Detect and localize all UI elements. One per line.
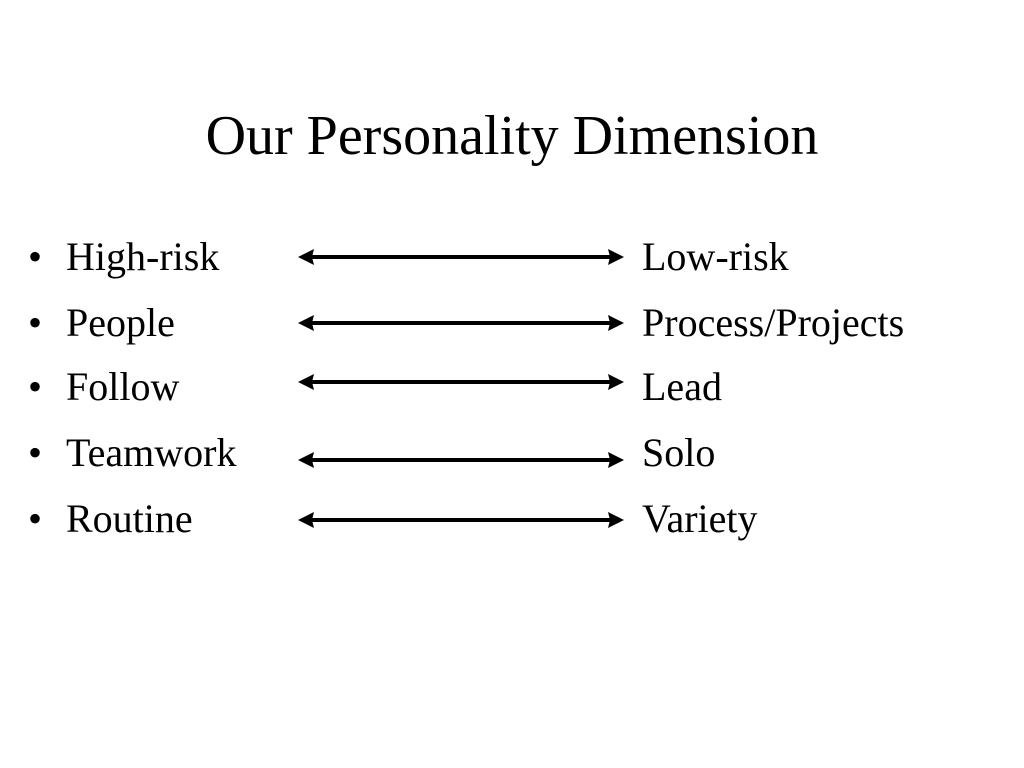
dimension-right-label: Low-risk xyxy=(642,234,789,279)
dimension-left-label: High-risk xyxy=(66,234,220,279)
bullet-icon: • xyxy=(28,300,43,345)
dimension-right-label: Process/Projects xyxy=(642,300,905,345)
dimension-right-label: Solo xyxy=(642,430,716,475)
dimension-left-label: Teamwork xyxy=(66,430,237,475)
double-headed-arrow-icon xyxy=(298,374,624,390)
dimension-left-label: People xyxy=(66,300,175,345)
dimension-left-label: Routine xyxy=(66,496,193,541)
dimension-row-high-risk: • High-risk Low-risk xyxy=(0,232,1024,282)
dimension-row-people: • People Process/Projects xyxy=(0,298,1024,348)
double-headed-arrow-icon xyxy=(298,512,624,528)
bullet-icon: • xyxy=(28,430,43,475)
bullet-icon: • xyxy=(28,364,43,409)
dimension-row-follow: • Follow Lead xyxy=(0,362,1024,412)
dimension-row-routine: • Routine Variety xyxy=(0,494,1024,544)
dimension-left-label: Follow xyxy=(66,364,180,409)
double-headed-arrow-icon xyxy=(298,452,624,468)
double-headed-arrow-icon xyxy=(298,249,624,265)
dimension-right-label: Variety xyxy=(642,496,758,541)
dimension-row-teamwork: • Teamwork Solo xyxy=(0,428,1024,478)
double-headed-arrow-icon xyxy=(298,315,624,331)
slide-title: Our Personality Dimension xyxy=(205,105,819,167)
bullet-icon: • xyxy=(28,234,43,279)
dimension-right-label: Lead xyxy=(642,364,722,409)
bullet-icon: • xyxy=(28,496,43,541)
